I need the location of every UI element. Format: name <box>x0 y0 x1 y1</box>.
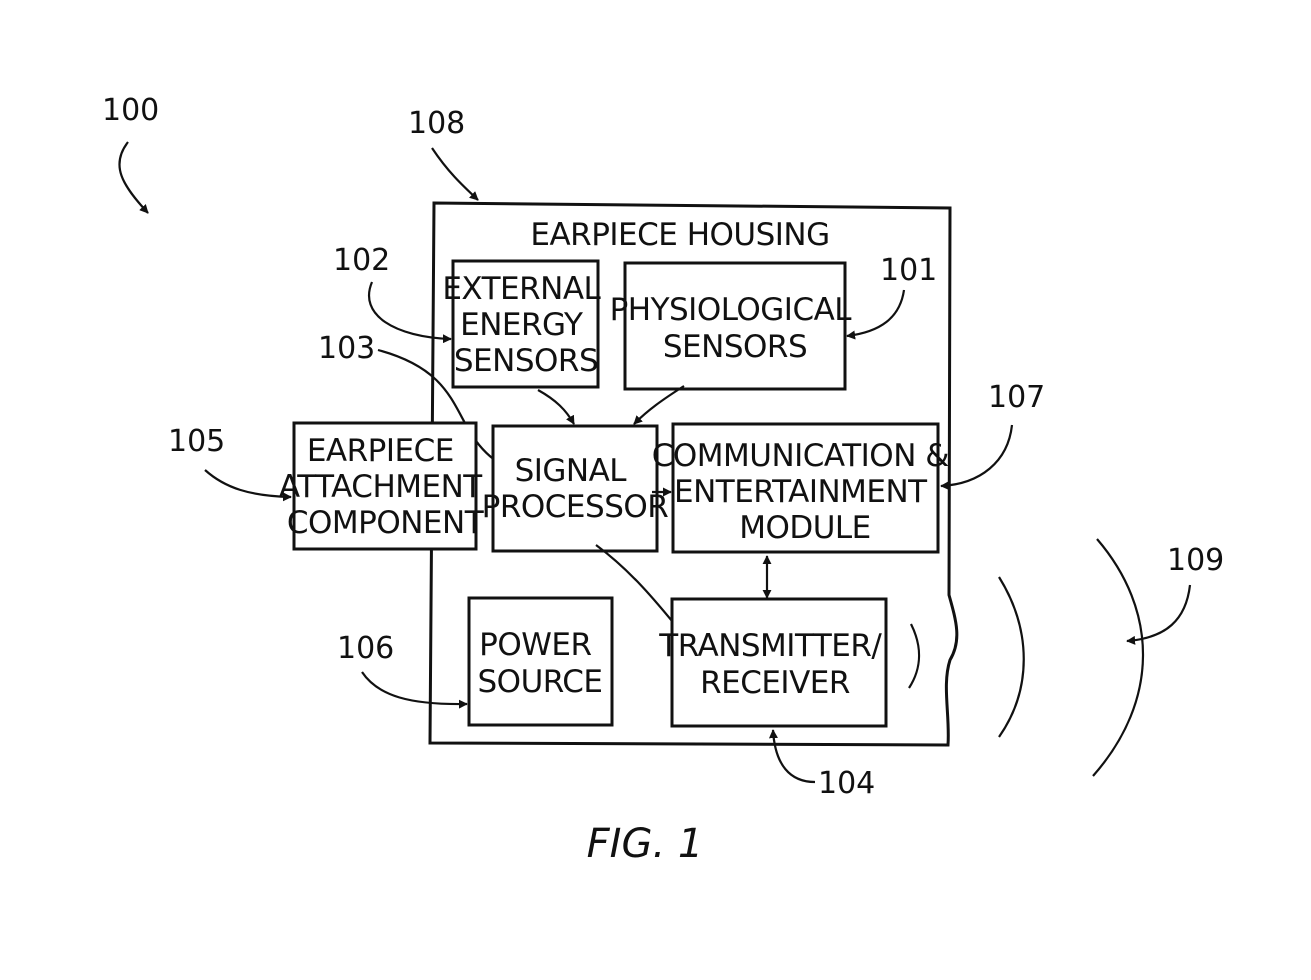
attachment-line-1: EARPIECE <box>307 433 454 469</box>
external-energy-line-1: EXTERNAL <box>442 271 601 307</box>
external-energy-line-3: SENSORS <box>454 343 598 379</box>
ref-108-label: 108 <box>408 106 465 141</box>
signal-wave-3 <box>1093 539 1143 776</box>
figure-caption: FIG. 1 <box>587 821 704 867</box>
ref-109-label: 109 <box>1167 543 1224 578</box>
signal-wave-2 <box>999 577 1024 737</box>
power-source-line-1: POWER <box>479 627 591 663</box>
communication-line-3: MODULE <box>739 510 871 546</box>
power-source-label: POWER SOURCE <box>478 627 603 700</box>
ref-102-label: 102 <box>333 243 390 278</box>
ref-101-label: 101 <box>880 253 937 288</box>
ref-103-label: 103 <box>318 331 375 366</box>
earpiece-attachment-label: EARPIECE ATTACHMENT COMPONENT <box>279 433 491 541</box>
ref-107-label: 107 <box>988 380 1045 415</box>
earpiece-housing-title: EARPIECE HOUSING <box>530 217 829 253</box>
ref-106-label: 106 <box>337 631 394 666</box>
communication-line-1: COMMUNICATION & <box>652 438 950 474</box>
attachment-line-2: ATTACHMENT <box>279 469 483 505</box>
attachment-line-3: COMPONENT <box>287 505 485 541</box>
external-energy-line-2: ENERGY <box>460 307 583 343</box>
transmitter-line-2: RECEIVER <box>700 665 850 701</box>
ref-100-leader <box>119 142 148 213</box>
ref-108-leader <box>432 148 478 200</box>
power-source-line-2: SOURCE <box>478 664 603 700</box>
physiological-line-2: SENSORS <box>663 329 807 365</box>
transmitter-line-1: TRANSMITTER/ <box>658 628 882 664</box>
physiological-line-1: PHYSIOLOGICAL <box>610 292 853 328</box>
signal-processor-line-2: PROCESSOR <box>482 489 669 525</box>
ref-105-label: 105 <box>168 424 225 459</box>
ref-104-label: 104 <box>818 766 875 801</box>
communication-line-2: ENTERTAINMENT <box>674 474 928 510</box>
external-energy-sensors-label: EXTERNAL ENERGY SENSORS <box>442 271 609 379</box>
ref-100-label: 100 <box>102 93 159 128</box>
signal-processor-line-1: SIGNAL <box>515 453 628 489</box>
